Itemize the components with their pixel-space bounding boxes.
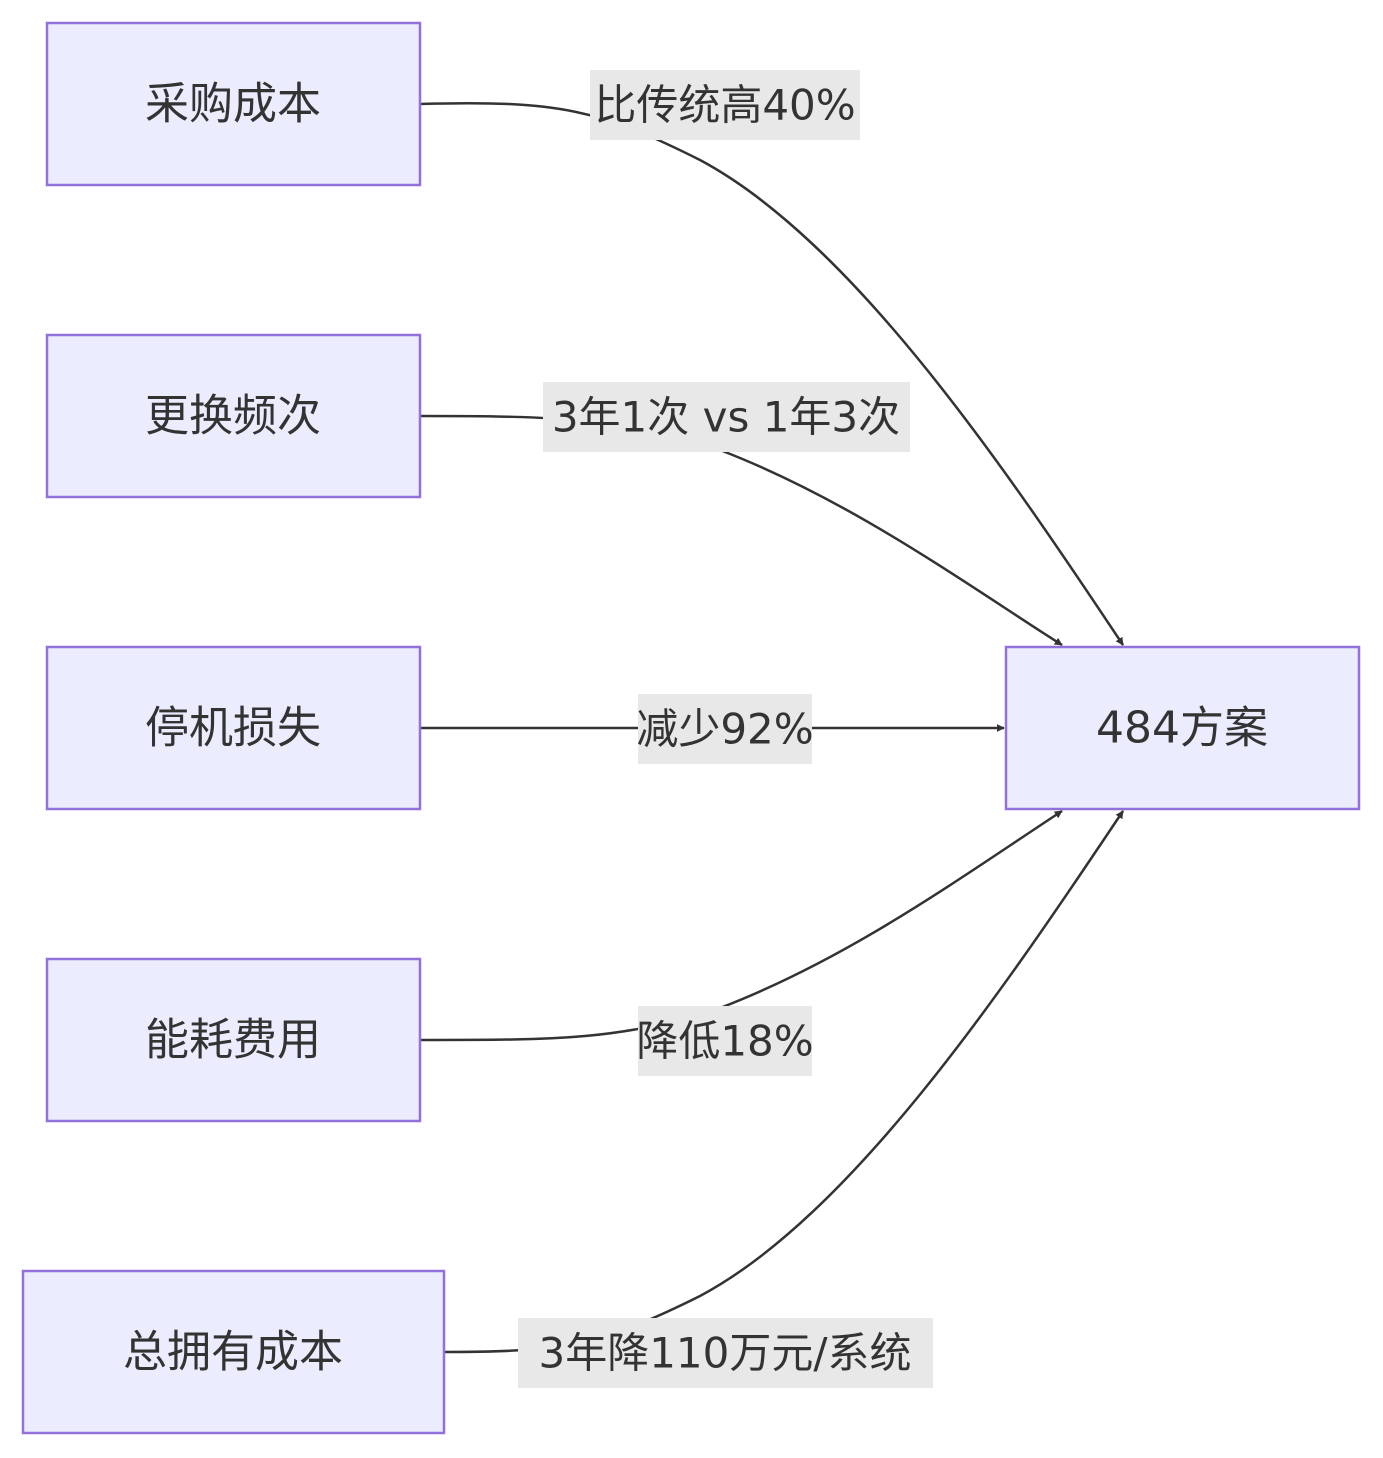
edge-procurement-cost <box>419 101 1125 646</box>
node-label: 总拥有成本 <box>123 1327 343 1378</box>
edge-tco <box>443 810 1125 1354</box>
node-484-solution: 484方案 <box>1004 645 1361 811</box>
edge-label-bg <box>543 382 910 452</box>
edge-line <box>443 810 1125 1354</box>
node-box <box>21 1269 446 1435</box>
edge-label-bg <box>638 694 812 764</box>
node-label: 采购成本 <box>145 79 321 130</box>
edge-line <box>419 809 1063 1042</box>
edge-label-bg <box>638 1006 812 1076</box>
node-procurement-cost: 采购成本 <box>45 21 422 187</box>
node-box <box>45 21 422 187</box>
node-tco: 总拥有成本 <box>21 1269 446 1435</box>
edge-energy-cost <box>419 809 1063 1042</box>
edge-label-text: 减少92% <box>636 705 813 754</box>
edge-label-text: 3年降110万元/系统 <box>538 1329 911 1378</box>
node-label: 484方案 <box>1096 703 1268 754</box>
edge-label-energy-cost: 降低18% <box>636 1006 814 1076</box>
edge-label-bg <box>518 1318 933 1388</box>
node-box <box>45 645 422 811</box>
node-box <box>45 957 422 1123</box>
edge-label-text: 降低18% <box>636 1017 813 1066</box>
node-label: 能耗费用 <box>145 1015 321 1066</box>
edge-label-text: 3年1次 vs 1年3次 <box>552 393 900 442</box>
edge-label-tco: 3年降110万元/系统 <box>518 1318 933 1388</box>
node-downtime-loss: 停机损失 <box>45 645 422 811</box>
node-energy-cost: 能耗费用 <box>45 957 422 1123</box>
node-label: 更换频次 <box>145 391 321 442</box>
node-box <box>45 333 422 499</box>
edge-label-downtime-loss: 减少92% <box>636 694 814 764</box>
edge-label-bg <box>590 70 860 140</box>
edge-label-replacement-frequency: 3年1次 vs 1年3次 <box>543 382 910 452</box>
node-replacement-frequency: 更换频次 <box>45 333 422 499</box>
node-label: 停机损失 <box>145 703 321 754</box>
edge-label-procurement-cost: 比传统高40% <box>590 70 860 140</box>
node-box <box>1004 645 1361 811</box>
edge-label-text: 比传统高40% <box>594 81 855 130</box>
edge-line <box>419 101 1125 646</box>
